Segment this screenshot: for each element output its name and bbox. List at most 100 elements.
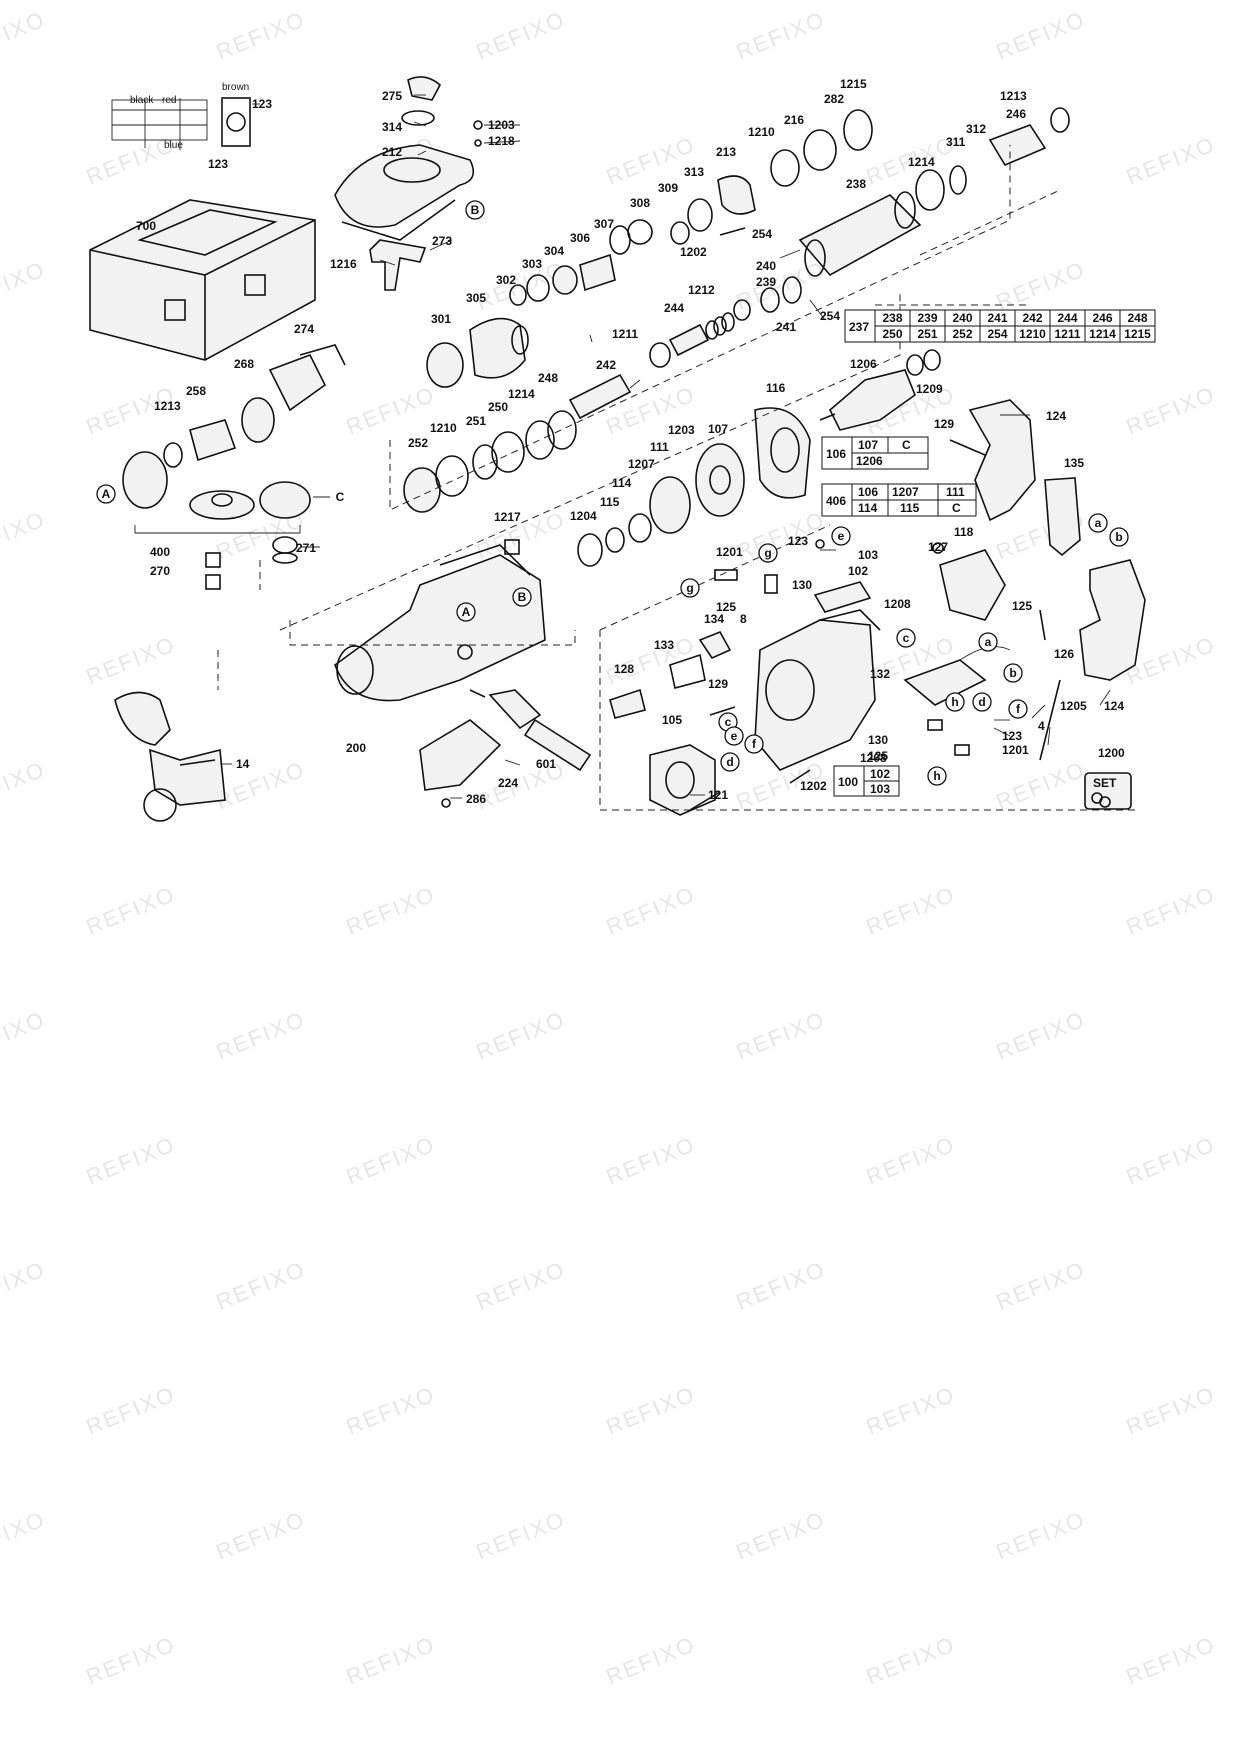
gear-housing [334,539,546,702]
label-1208-top: 1208 [884,597,911,611]
bearing-row [403,410,577,513]
label-700: 700 [136,219,156,233]
table-106-cell-1: 107 [858,438,878,452]
watermark-text: REFIXO [343,881,439,939]
label-282: 282 [824,92,844,106]
tool-holder [915,107,1070,211]
drive-gear-set [577,407,811,567]
group-400-bracket [134,525,301,534]
gear-parts-left [122,344,346,590]
watermark-text: REFIXO [343,381,439,439]
watermark-text: REFIXO [0,1006,49,1064]
chisel [469,689,592,772]
label-1210-mid: 1210 [430,421,457,435]
label-244: 244 [664,301,684,315]
switch-part [1044,477,1081,557]
table-406-r2-c3: C [952,501,961,515]
label-121: 121 [708,788,728,802]
lock-parts [609,630,732,719]
label-200: 200 [346,741,366,755]
watermark-text: REFIXO [0,1506,49,1564]
watermark-text: REFIXO [0,6,49,64]
table-237-row2-cell: 1211 [1054,327,1080,341]
label-1201-bottom: 1201 [1002,743,1029,757]
table-237-row2-cell: 251 [917,327,937,341]
label-114: 114 [612,476,632,490]
label-305: 305 [466,291,486,305]
watermark-text: REFIXO [213,756,309,814]
label-241: 241 [776,320,796,334]
callout-b-handle: b [1115,530,1122,544]
label-1208-bottom: 1208 [860,751,887,765]
label-314: 314 [382,120,402,134]
label-125-top: 125 [716,600,736,614]
watermark-text: REFIXO [603,881,699,939]
label-271: 271 [296,541,316,555]
table-100-label: 100 [838,775,858,789]
wire-label-red: red [162,95,176,106]
wire-label-blue: blue [164,140,183,151]
label-1202-top: 1202 [680,245,707,259]
table-406-frame [821,483,977,517]
watermark-text: REFIXO [213,1256,309,1314]
label-313: 313 [684,165,704,179]
watermark-text: REFIXO [473,1006,569,1064]
callout-circles: A A B B a b a b c c d d e e f f g g h h … [96,200,1129,786]
watermark-text: REFIXO [993,1506,1089,1564]
label-251: 251 [466,414,486,428]
percussion-train [426,109,873,388]
table-237-label: 237 [849,320,869,334]
label-132: 132 [870,667,890,681]
label-306: 306 [570,231,590,245]
label-309: 309 [658,181,678,195]
table-100-cell-2: 103 [870,782,890,796]
label-1213-right: 1213 [1000,89,1027,103]
electronics-parts [903,549,1011,706]
part-labels: 123 123 700 275 314 212 1203 1218 273 12… [136,77,1125,806]
table-237-row1-cell: 240 [952,311,972,325]
watermark-text: REFIXO [473,6,569,64]
label-254-bottom: 254 [820,309,840,323]
callout-h-bottom: h [933,769,940,783]
callout-d-wire: d [978,695,985,709]
callout-A-housing: A [462,605,471,619]
watermark-text: REFIXO [1123,381,1219,439]
watermark-text: REFIXO [733,6,829,64]
label-1201-top: 1201 [716,545,743,559]
label-273: 273 [432,234,452,248]
callout-B-housing: B [518,590,527,604]
table-106-cell-3: 1206 [856,454,883,468]
label-102-top: 102 [848,564,868,578]
table-237-row1-cell: 242 [1022,311,1042,325]
label-130-bottom: 130 [868,733,888,747]
label-308: 308 [630,196,650,210]
label-1217: 1217 [494,510,521,524]
label-1202-bottom: 1202 [800,779,827,793]
label-246: 246 [1006,107,1026,121]
label-1214-mid: 1214 [508,387,535,401]
label-1218: 1218 [488,134,515,148]
watermark-text: REFIXO [343,1631,439,1689]
watermark-text: REFIXO [863,1381,959,1439]
power-cable [1039,679,1061,761]
watermark-text: REFIXO [733,1006,829,1064]
watermark-text: REFIXO [0,256,49,314]
watermark-text: REFIXO [1123,1381,1219,1439]
rear-handle-lower [1079,559,1146,681]
label-128: 128 [614,662,634,676]
label-1205: 1205 [1060,699,1087,713]
label-312: 312 [966,122,986,136]
table-237-row2-cell: 1210 [1019,327,1046,341]
watermark-text: REFIXO [993,1006,1089,1064]
label-258: 258 [186,384,206,398]
screws [441,120,1046,811]
table-406-r2-c2: 115 [900,501,920,515]
wiring-schematic [111,97,251,150]
label-123-bottom: 123 [208,157,228,171]
watermark-text: REFIXO [603,1631,699,1689]
label-1216: 1216 [330,257,357,271]
set-badge-label: SET [1093,776,1117,790]
watermark-text: REFIXO [343,1131,439,1189]
watermark-text: REFIXO [343,1381,439,1439]
